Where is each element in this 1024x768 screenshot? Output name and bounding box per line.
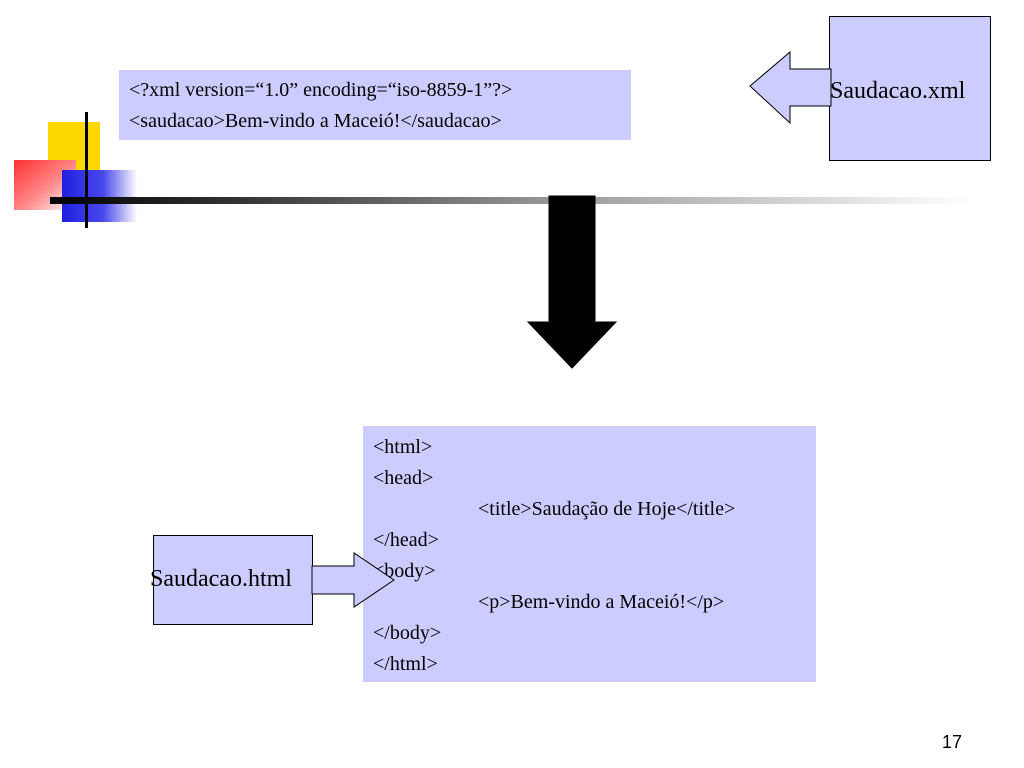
- xml-file-box: Saudacao.xml: [829, 16, 991, 161]
- html-code-line: </body>: [373, 622, 442, 644]
- down-arrow-icon: [526, 195, 618, 369]
- logo-blue-square: [62, 170, 137, 222]
- xml-file-label: Saudacao.xml: [830, 78, 966, 104]
- html-code-box: <html> <head> <title>Saudação de Hoje</t…: [363, 426, 816, 682]
- xml-code-line: <?xml version=“1.0” encoding=“iso-8859-1…: [129, 79, 513, 101]
- slide-number: 17: [941, 732, 962, 752]
- logo-vertical-line: [85, 112, 88, 228]
- html-code-line: <p>Bem-vindo a Maceió!</p>: [478, 591, 725, 613]
- html-code-line: </html>: [373, 653, 438, 675]
- html-code-line: </head>: [373, 529, 439, 551]
- html-code-line: <html>: [373, 436, 433, 458]
- title-divider-line: [50, 197, 970, 204]
- xml-code-line: <saudacao>Bem-vindo a Maceió!</saudacao>: [129, 110, 502, 132]
- html-code-line: <head>: [373, 467, 434, 489]
- left-arrow-icon: [749, 50, 832, 125]
- right-arrow-icon: [311, 552, 395, 608]
- html-code-line: <title>Saudação de Hoje</title>: [478, 498, 736, 520]
- html-file-label: Saudacao.html: [150, 566, 292, 592]
- html-file-box: Saudacao.html: [150, 535, 313, 625]
- xml-code-box: <?xml version=“1.0” encoding=“iso-8859-1…: [119, 70, 631, 140]
- html-code-line: <body>: [373, 560, 436, 582]
